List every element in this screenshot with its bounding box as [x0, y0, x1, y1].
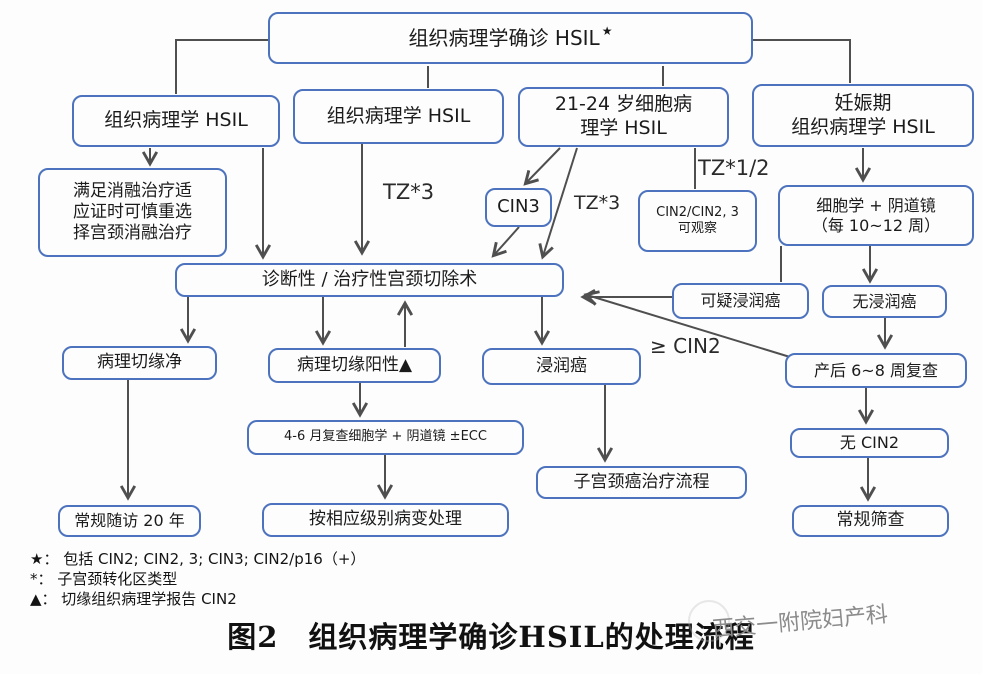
node-pregnancy-hsil: 妊娠期 组织病理学 HSIL — [752, 84, 974, 147]
node-no-cin2: 无 CIN2 — [790, 428, 949, 458]
node-no-cin2-label: 无 CIN2 — [839, 433, 900, 452]
edge-label-tz-1-2: TZ*1/2 — [698, 156, 770, 180]
node-cytology-colposcopy-label: 细胞学 + 阴道镜 （每 10~12 周） — [811, 195, 941, 235]
node-cytology-21-24: 21-24 岁细胞病 理学 HSIL — [518, 87, 729, 147]
node-postpartum-recheck: 产后 6~8 周复查 — [785, 353, 967, 388]
node-followup-20-years-label: 常规随访 20 年 — [74, 511, 185, 530]
node-margin-positive: 病理切缘阳性▲ — [268, 348, 441, 383]
figure-title: 图2 组织病理学确诊HSIL的处理流程 — [227, 620, 755, 654]
edge-root-pregnancy — [753, 39, 851, 83]
node-followup-20-years: 常规随访 20 年 — [58, 505, 201, 537]
node-cytology-21-24-label: 21-24 岁细胞病 理学 HSIL — [554, 93, 693, 139]
node-manage-by-grade-label: 按相应级别病变处理 — [309, 509, 462, 530]
node-routine-screening-label: 常规筛查 — [836, 510, 905, 531]
node-recheck-4-6-months: 4-6 月复查细胞学 + 阴道镜 ±ECC — [247, 420, 524, 455]
node-margin-clear: 病理切缘净 — [62, 346, 217, 380]
node-suspect-invasive-label: 可疑浸润癌 — [700, 291, 781, 310]
node-postpartum-recheck-label: 产后 6~8 周复查 — [814, 360, 938, 380]
node-cin2-observe: CIN2/CIN2, 3 可观察 — [638, 190, 757, 252]
edge-label-tz3-left: TZ*3 — [383, 180, 435, 204]
node-margin-positive-label: 病理切缘阳性▲ — [296, 354, 413, 375]
edge-root-histo-a — [175, 39, 268, 94]
node-cervical-cancer-flow: 子宫颈癌治疗流程 — [536, 466, 747, 499]
node-routine-screening: 常规筛查 — [792, 505, 949, 537]
node-ablation-option-label: 满足消融治疗适 应证时可慎重选 择宫颈消融治疗 — [73, 180, 192, 244]
node-no-invasive-label: 无浸润癌 — [852, 291, 917, 311]
node-margin-clear-label: 病理切缘净 — [97, 352, 182, 373]
node-cin3: CIN3 — [485, 188, 552, 227]
footnote-asterisk: *： 子宫颈转化区类型 — [30, 570, 178, 588]
node-root-label: 组织病理学确诊 HSIL — [408, 25, 600, 50]
node-histopathology-hsil-1: 组织病理学 HSIL — [72, 95, 280, 147]
node-histopathology-hsil-2-label: 组织病理学 HSIL — [326, 104, 471, 127]
edge-label-tz3-right: TZ*3 — [574, 192, 621, 214]
footnotes: ★： 包括 CIN2; CIN2, 3; CIN3; CIN2/p16（+） *… — [30, 549, 365, 609]
edge-cyto2124-cin3 — [523, 147, 561, 186]
node-root: 组织病理学确诊 HSIL★ — [268, 12, 753, 64]
node-root-star-mark: ★ — [601, 23, 613, 38]
node-excision-label: 诊断性 / 治疗性宫颈切除术 — [261, 268, 478, 290]
node-histopathology-hsil-1-label: 组织病理学 HSIL — [104, 109, 248, 132]
node-recheck-4-6-months-label: 4-6 月复查细胞学 + 阴道镜 ±ECC — [284, 429, 487, 445]
edge-cin3-excision — [491, 226, 520, 258]
node-excision: 诊断性 / 治疗性宫颈切除术 — [175, 263, 564, 297]
node-manage-by-grade: 按相应级别病变处理 — [262, 503, 509, 537]
node-cin3-label: CIN3 — [497, 196, 540, 218]
node-histopathology-hsil-2: 组织病理学 HSIL — [293, 89, 504, 144]
node-no-invasive: 无浸润癌 — [822, 285, 947, 318]
node-suspect-invasive: 可疑浸润癌 — [672, 283, 809, 319]
node-invasive-cancer-label: 浸润癌 — [536, 355, 587, 376]
watermark-logo-icon — [688, 600, 730, 642]
node-cervical-cancer-flow-label: 子宫颈癌治疗流程 — [573, 471, 710, 492]
node-pregnancy-hsil-label: 妊娠期 组织病理学 HSIL — [791, 91, 935, 138]
node-cin2-observe-label: CIN2/CIN2, 3 可观察 — [656, 204, 739, 236]
node-invasive-cancer: 浸润癌 — [482, 348, 641, 385]
node-ablation-option: 满足消融治疗适 应证时可慎重选 择宫颈消融治疗 — [38, 168, 227, 257]
edge-label-ge-cin2: ≥ CIN2 — [650, 334, 721, 358]
node-cytology-colposcopy: 细胞学 + 阴道镜 （每 10~12 周） — [778, 185, 974, 246]
edge-postpartum-excision — [583, 290, 791, 358]
footnote-triangle: ▲： 切缘组织病理学报告 CIN2 — [30, 590, 237, 608]
edge-cyto2124-excision — [538, 147, 578, 260]
footnote-star: ★： 包括 CIN2; CIN2, 3; CIN3; CIN2/p16（+） — [30, 550, 366, 568]
